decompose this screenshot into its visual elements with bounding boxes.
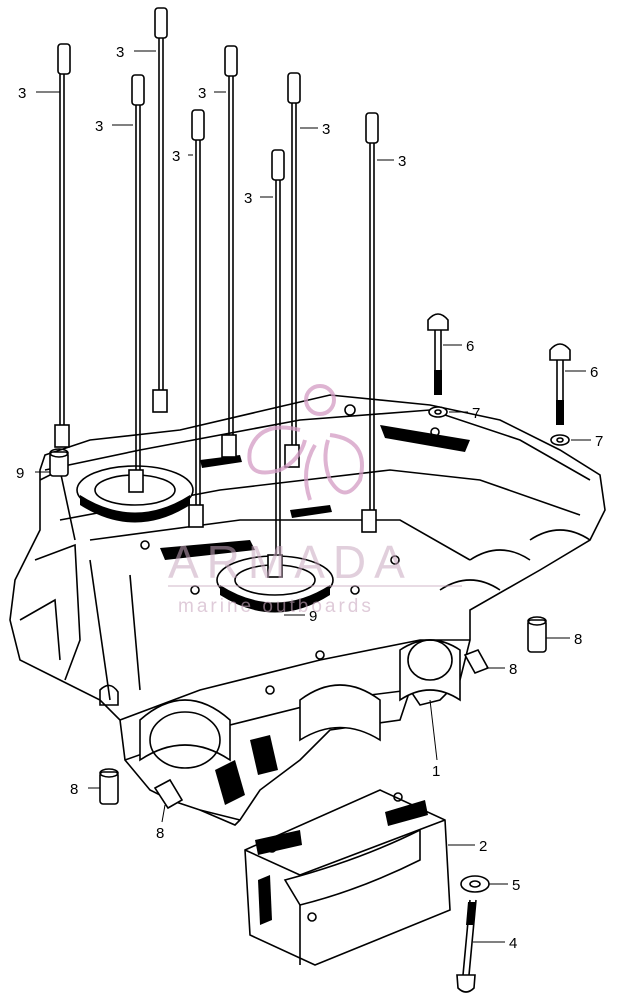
callout-labels: 3 3 3 3 3 3 3 3 6 6 7 7 9 9 8 8 1 8 8 2 … <box>16 44 603 952</box>
callout-stud: 3 <box>95 118 103 135</box>
stud-7 <box>267 149 285 578</box>
watermark-brand: ARMADA <box>168 536 413 588</box>
callout-bearing-cap: 2 <box>479 838 487 855</box>
watermark-tagline: marine outboards <box>178 596 374 617</box>
callout-stud: 3 <box>244 190 252 207</box>
bolt-upper-left <box>427 313 449 418</box>
washer-lower <box>460 875 490 893</box>
callout-washer: 7 <box>472 405 480 422</box>
bearing-cap <box>244 789 451 966</box>
callout-stud: 3 <box>172 148 180 165</box>
callout-crankcase: 1 <box>432 763 440 780</box>
callout-dowel: 8 <box>574 631 582 648</box>
callout-stud: 3 <box>116 44 124 61</box>
dowel-saddle <box>463 649 490 674</box>
callout-dowel: 8 <box>70 781 78 798</box>
callout-stud: 3 <box>322 121 330 138</box>
dowel-front <box>153 778 184 810</box>
callout-dowel-top: 9 <box>16 465 24 482</box>
crankcase <box>9 394 606 826</box>
callout-washer-lower: 5 <box>512 877 520 894</box>
bolt-upper-right <box>549 343 571 446</box>
callout-dowel: 8 <box>509 661 517 678</box>
bolt-lower <box>456 899 477 993</box>
leader-lines <box>35 50 591 943</box>
stud-5 <box>188 109 205 528</box>
stud-4 <box>221 45 238 458</box>
callout-dowel-top: 9 <box>309 608 317 625</box>
watermark: ARMADA marine outboards <box>168 384 462 617</box>
stud-3 <box>128 74 145 493</box>
callout-stud: 3 <box>198 85 206 102</box>
callout-stud: 3 <box>398 153 406 170</box>
callout-bolt-lower: 4 <box>509 935 517 952</box>
dowel-left <box>99 768 119 805</box>
dowel-right <box>527 616 547 653</box>
stud-1 <box>54 43 71 448</box>
studs <box>54 7 379 578</box>
callout-dowel: 8 <box>156 825 164 842</box>
stud-8 <box>361 112 379 533</box>
callout-washer: 7 <box>595 433 603 450</box>
stud-2 <box>152 7 168 413</box>
callout-stud: 3 <box>18 85 26 102</box>
watermark-logo-mark <box>247 384 364 501</box>
callout-bolt: 6 <box>466 338 474 355</box>
callout-bolt: 6 <box>590 364 598 381</box>
dowel-top-left <box>49 448 69 477</box>
